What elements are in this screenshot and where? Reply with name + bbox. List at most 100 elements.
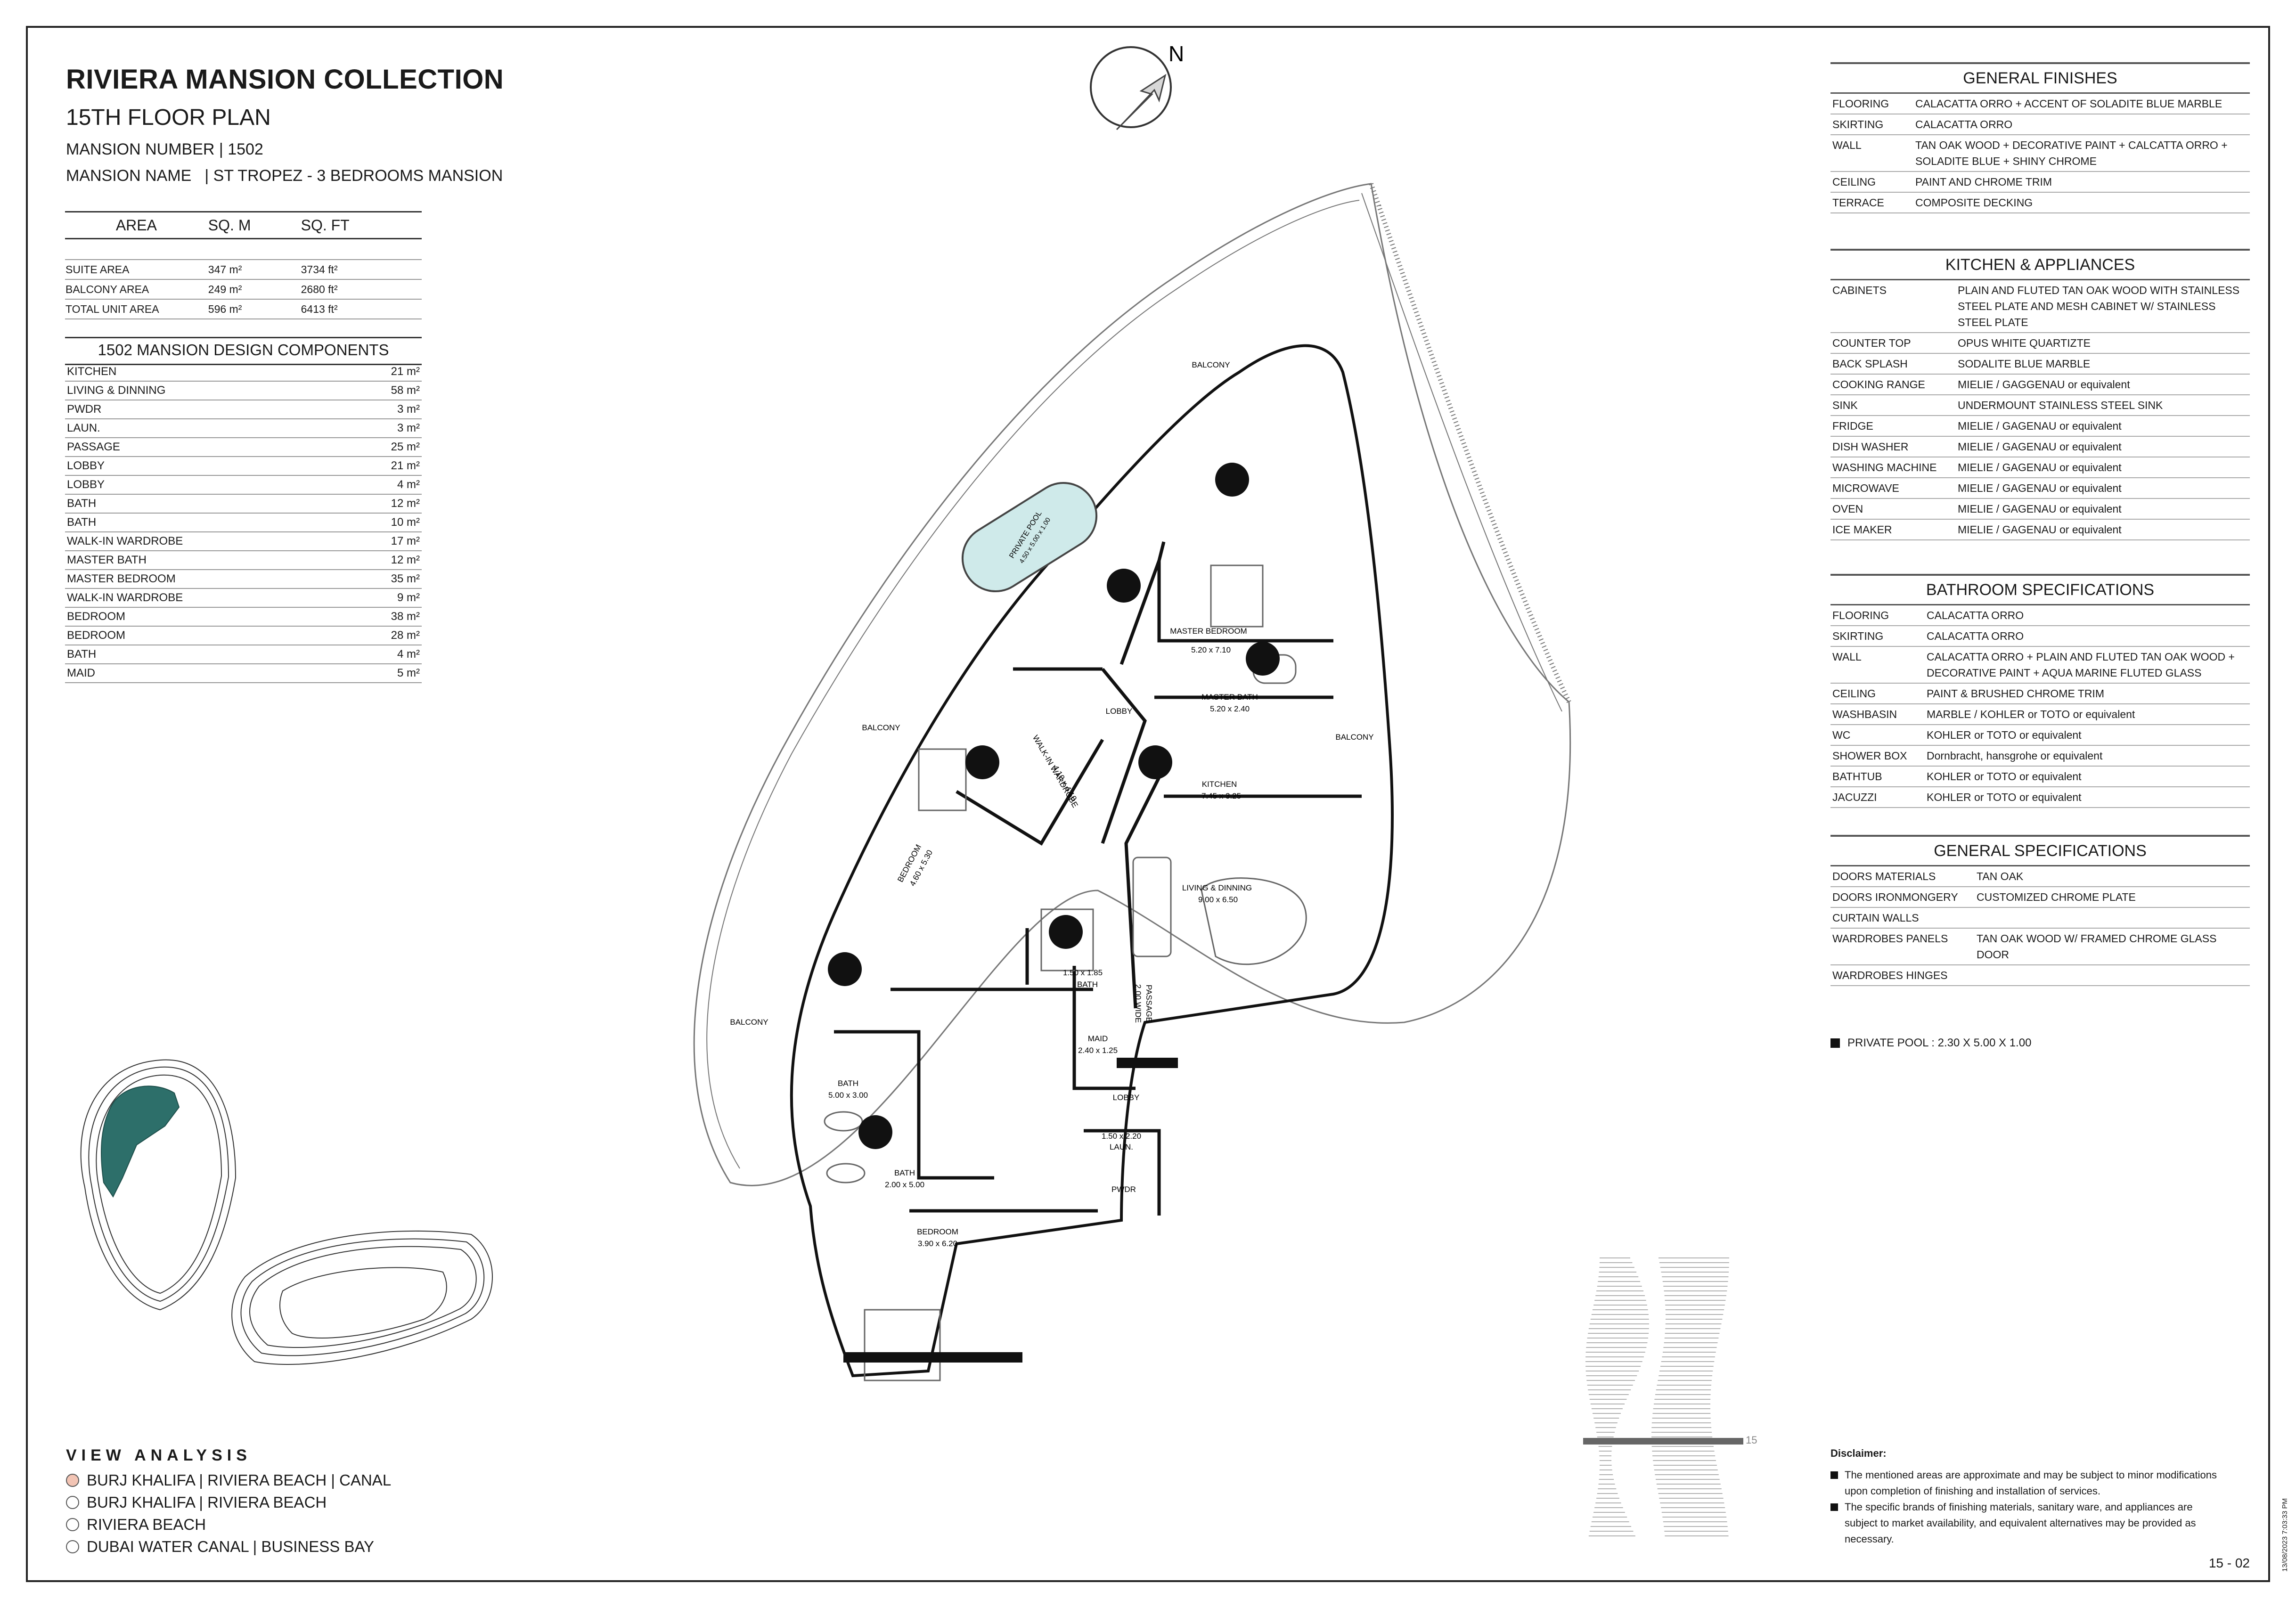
kitchen-dim: 7.45 x 3.25 bbox=[1201, 792, 1241, 800]
spec-value: MIELIE / GAGENAU or equivalent bbox=[1958, 523, 2122, 536]
component-name: PWDR bbox=[67, 403, 102, 416]
spec-key: WARDROBES PANELS bbox=[1832, 932, 1948, 945]
area-name: TOTAL UNIT AREA bbox=[65, 299, 208, 319]
mansion-number: MANSION NUMBER | 1502 bbox=[66, 140, 263, 158]
spec-value: MARBLE / KOHLER or TOTO or equivalent bbox=[1927, 708, 2135, 720]
component-area: 38 m² bbox=[391, 610, 420, 623]
component-area: 58 m² bbox=[391, 384, 420, 397]
area-header: AREA bbox=[65, 211, 208, 239]
disclaimer-title: Disclaimer: bbox=[1830, 1447, 1887, 1459]
spec-key: ICE MAKER bbox=[1832, 523, 1892, 536]
legend-swatch-icon bbox=[66, 1495, 79, 1509]
disclaimer-item: The mentioned areas are approximate and … bbox=[1830, 1467, 2226, 1499]
spec-row: DOORS IRONMONGERY CUSTOMIZED CHROME PLATE bbox=[1830, 887, 2250, 908]
sheet-border bbox=[26, 26, 2270, 1582]
view-highlight-region bbox=[101, 1086, 180, 1198]
spec-key: WALL bbox=[1832, 651, 1862, 663]
laun-dim: 1.50 x 2.20 bbox=[1102, 1132, 1141, 1141]
spec-title: BATHROOM SPECIFICATIONS bbox=[1830, 574, 2250, 605]
spec-title: KITCHEN & APPLIANCES bbox=[1830, 249, 2250, 280]
component-name: BATH bbox=[67, 648, 97, 661]
legend-swatch-icon bbox=[66, 1473, 79, 1487]
living-dim: 9.00 x 6.50 bbox=[1198, 895, 1238, 904]
mansion-name-label: MANSION NAME bbox=[66, 167, 192, 185]
component-name: LAUN. bbox=[67, 422, 100, 434]
area-sqft: 3734 ft² bbox=[300, 260, 422, 280]
bath-dim: 2.00 x 5.00 bbox=[885, 1180, 924, 1189]
bath-dim: 1.50 x 1.85 bbox=[1063, 968, 1103, 977]
solid-walls bbox=[843, 1058, 1178, 1363]
maid-dim: 2.40 x 1.25 bbox=[1078, 1046, 1118, 1055]
spec-value: UNDERMOUNT STAINLESS STEEL SINK bbox=[1958, 399, 2163, 411]
mansion-name: MANSION NAME| ST TROPEZ - 3 BEDROOMS MAN… bbox=[66, 167, 516, 185]
area-name: BALCONY AREA bbox=[65, 279, 208, 300]
spec-row: CURTAIN WALLS bbox=[1830, 908, 2250, 929]
component-area: 12 m² bbox=[391, 554, 420, 566]
spec-key: DOORS IRONMONGERY bbox=[1832, 891, 1958, 903]
spec-value: TAN OAK WOOD + DECORATIVE PAINT + CALCAT… bbox=[1915, 139, 2228, 167]
component-name: WALK-IN WARDROBE bbox=[67, 591, 183, 604]
spec-value: OPUS WHITE QUARTIZTE bbox=[1958, 337, 2091, 349]
balcony-label: BALCONY bbox=[862, 723, 900, 732]
spec-value: KOHLER or TOTO or equivalent bbox=[1927, 791, 2082, 803]
component-name: KITCHEN bbox=[67, 365, 117, 378]
spec-key: WC bbox=[1832, 729, 1851, 741]
pool-note-text: PRIVATE POOL : 2.30 X 5.00 X 1.00 bbox=[1847, 1037, 2032, 1049]
legend-label: BURJ KHALIFA | RIVIERA BEACH | CANAL bbox=[87, 1471, 392, 1489]
components-title: 1502 MANSION DESIGN COMPONENTS bbox=[65, 337, 422, 365]
component-area: 3 m² bbox=[397, 403, 420, 416]
spec-value: TAN OAK WOOD W/ FRAMED CHROME GLASS DOOR bbox=[1977, 932, 2217, 961]
disclaimer-text: The mentioned areas are approximate and … bbox=[1845, 1469, 2217, 1497]
pwdr-label: PWDR bbox=[1111, 1185, 1136, 1194]
spec-value: MIELIE / GAGENAU or equivalent bbox=[1958, 503, 2122, 515]
column-icon bbox=[1246, 642, 1280, 676]
spec-key: CEILING bbox=[1832, 176, 1876, 188]
spec-key: COUNTER TOP bbox=[1832, 337, 1911, 349]
spec-key: FRIDGE bbox=[1832, 420, 1873, 432]
spec-key: BATHTUB bbox=[1832, 770, 1882, 783]
spec-key: SHOWER BOX bbox=[1832, 750, 1907, 762]
component-name: MAID bbox=[67, 667, 95, 679]
private-pool-note: PRIVATE POOL : 2.30 X 5.00 X 1.00 bbox=[1830, 1037, 2031, 1050]
maid-label: MAID bbox=[1088, 1034, 1108, 1043]
spec-key: FLOORING bbox=[1832, 609, 1889, 621]
north-label: N bbox=[1168, 42, 1184, 66]
legend-item: DUBAI WATER CANAL | BUSINESS BAY bbox=[66, 1535, 391, 1558]
area-sqm: 347 m² bbox=[207, 260, 301, 280]
bullet-square-icon bbox=[1830, 1503, 1838, 1511]
spec-value: CUSTOMIZED CHROME PLATE bbox=[1977, 891, 2136, 903]
component-area: 5 m² bbox=[397, 667, 420, 679]
bedroom-dim: 3.90 x 6.20 bbox=[918, 1239, 957, 1248]
spec-row: WARDROBES HINGES bbox=[1830, 965, 2250, 986]
spec-value: PLAIN AND FLUTED TAN OAK WOOD WITH STAIN… bbox=[1958, 284, 2240, 328]
component-row: MAID 5 m² bbox=[65, 664, 422, 683]
component-area: 35 m² bbox=[391, 572, 420, 585]
component-name: BATH bbox=[67, 516, 97, 529]
tower-floor-lines bbox=[1585, 1257, 1729, 1536]
spec-value: SODALITE BLUE MARBLE bbox=[1958, 358, 2091, 370]
